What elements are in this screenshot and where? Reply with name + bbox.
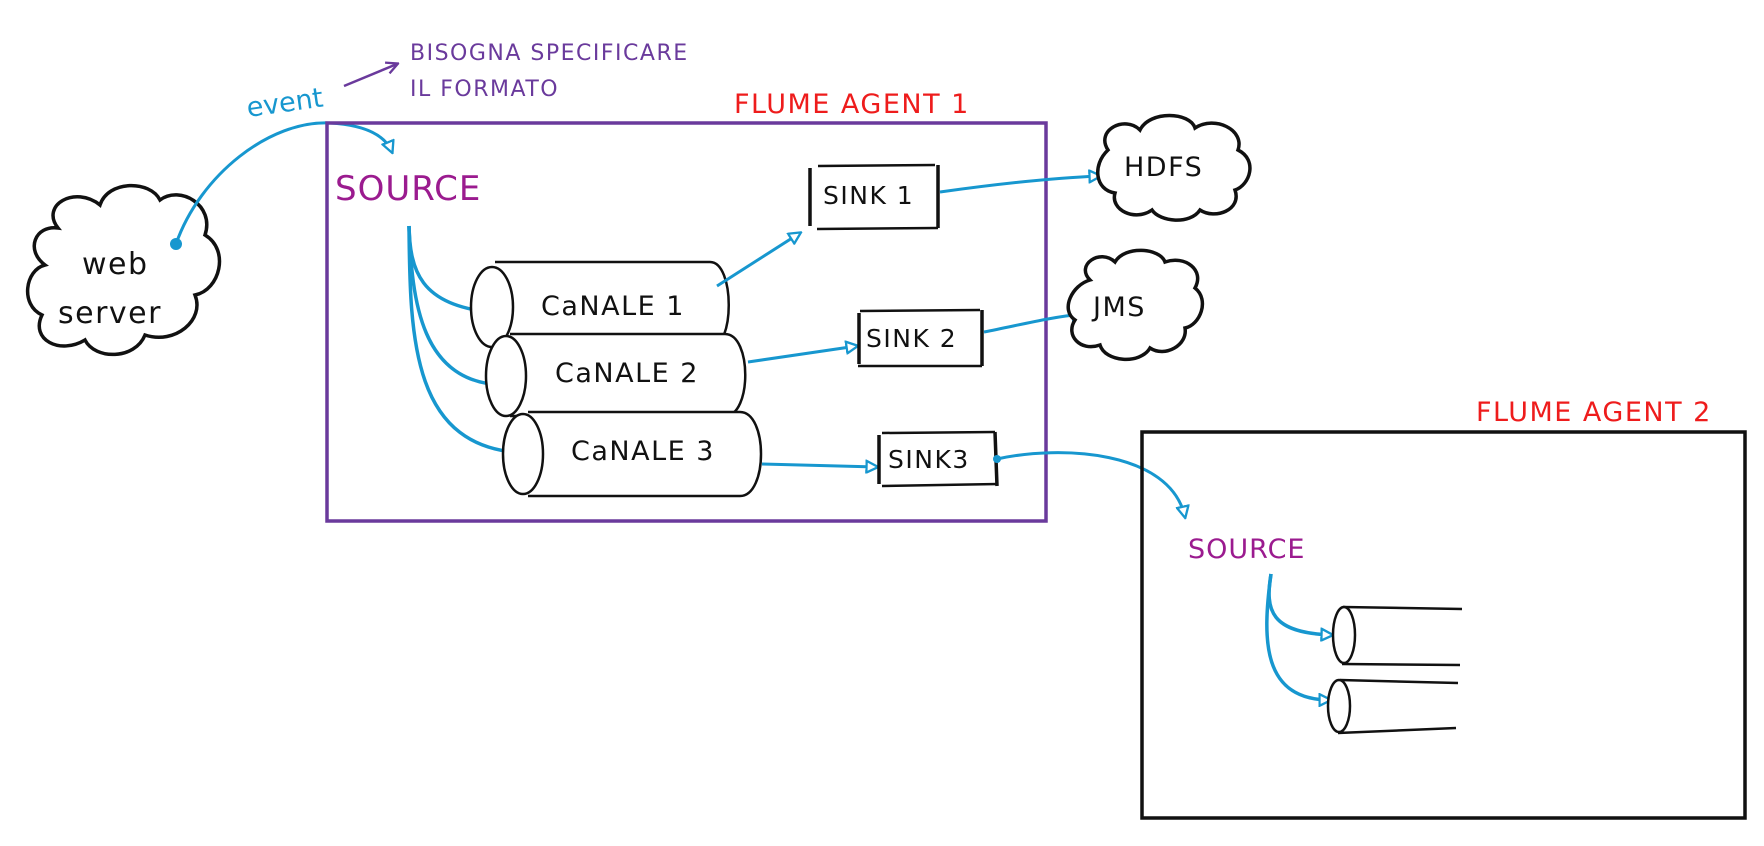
agent2-channel-1-end: [1331, 605, 1357, 665]
hdfs-label: HDFS: [1124, 152, 1203, 183]
event-label: event: [245, 83, 325, 124]
cloud-shape: [25, 183, 222, 357]
note-arrow: [343, 64, 397, 88]
channel-1-label: CaNALE 1: [541, 291, 685, 322]
agent2-title: FLUME AGENT 2: [1476, 397, 1712, 428]
note-line1: BISOGNA SPECIFICARE: [410, 41, 689, 66]
channel2-to-sink2-arrow: [747, 346, 857, 364]
hdfs-cloud: HDFS: [1096, 113, 1252, 222]
event-arrow: [174, 121, 392, 245]
sink-3: SINK3: [877, 430, 999, 488]
sink1-to-hdfs-arrow: [939, 176, 1100, 194]
flume-agent-1: FLUME AGENT 1 SOURCE CaNALE 1 CaNALE 2 C…: [325, 89, 1048, 523]
sink2-to-jms-arrow: [983, 314, 1083, 334]
sink-3-label: SINK3: [888, 445, 970, 474]
hdfs-cloud-shape: [1096, 113, 1252, 222]
jms-label: JMS: [1091, 292, 1146, 323]
channel-3-end: [501, 412, 545, 496]
agent2-border: [1140, 430, 1747, 820]
sink-1-sides: [808, 165, 940, 228]
agent1-border: [325, 121, 1048, 523]
channel-2: CaNALE 2: [484, 332, 747, 418]
channel-3-body: [528, 410, 763, 498]
agent2-channel-2-end: [1326, 678, 1352, 734]
flume-agent-2: FLUME AGENT 2 SOURCE: [1140, 397, 1747, 820]
source-to-channel3-arrow: [407, 225, 526, 453]
sink-2: SINK 2: [857, 308, 984, 368]
channel-2-end: [484, 334, 528, 418]
sink-2-label: SINK 2: [866, 324, 957, 353]
agent2-source-to-channel1-arrow: [1267, 573, 1332, 635]
agent2-source-label: SOURCE: [1188, 534, 1305, 565]
channel3-to-sink3-arrow: [761, 464, 877, 467]
note-line2: IL FORMATO: [410, 77, 559, 102]
web-server-label-line1: web: [82, 247, 149, 282]
jms-cloud: JMS: [1066, 248, 1205, 362]
channel-3: CaNALE 3: [501, 410, 763, 498]
channel-1: CaNALE 1: [469, 260, 730, 350]
channel-2-label: CaNALE 2: [555, 358, 699, 389]
channel1-to-sink1-arrow: [716, 233, 800, 288]
agent1-title: FLUME AGENT 1: [734, 89, 970, 120]
web-server-cloud: web server: [25, 183, 222, 357]
agent2-source-to-channel2-arrow: [1265, 573, 1330, 700]
agent2-channel-2: [1326, 678, 1459, 735]
jms-cloud-shape: [1066, 248, 1205, 362]
sink-1-label: SINK 1: [823, 181, 914, 210]
sink-3-lines: [881, 430, 999, 488]
sink-1-lines: [816, 163, 939, 231]
sink3-to-agent2-arrow: [996, 451, 1185, 517]
channel-3-label: CaNALE 3: [571, 436, 715, 467]
agent1-source-label: SOURCE: [335, 169, 481, 209]
agent2-channel-1-lines: [1341, 605, 1463, 667]
sink-2-lines: [858, 308, 982, 368]
sink-2-sides: [857, 310, 984, 366]
sink-1: SINK 1: [808, 163, 940, 231]
agent2-channel-2-lines: [1337, 678, 1459, 735]
agent2-channel-1: [1331, 605, 1463, 667]
web-server-label-line2: server: [58, 296, 162, 331]
